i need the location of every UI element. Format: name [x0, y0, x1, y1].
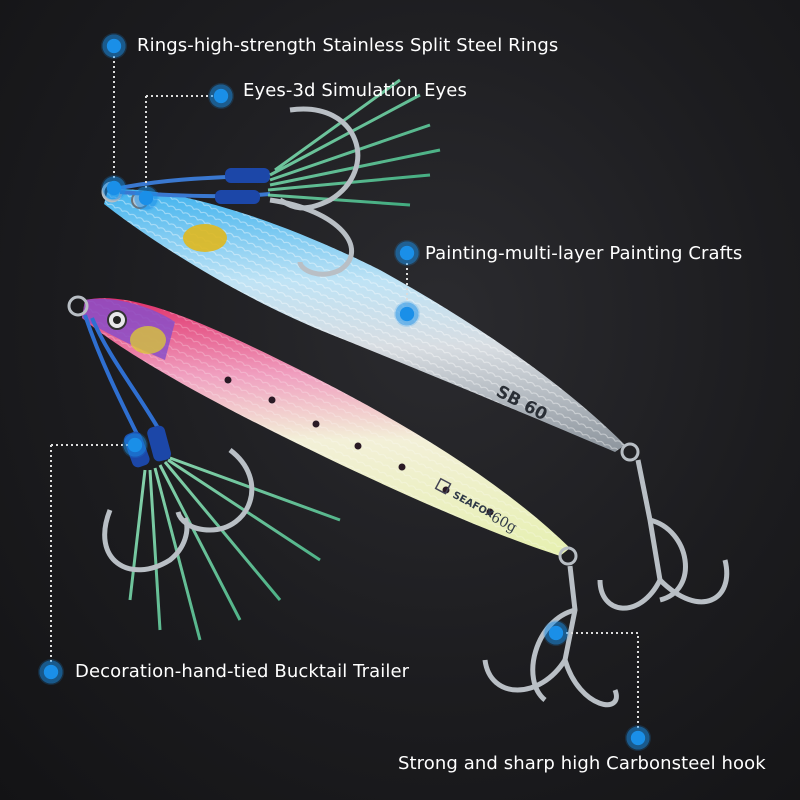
callout-dot-icon	[101, 175, 127, 201]
callout-dot-icon	[208, 83, 234, 109]
callout-dot-icon	[101, 33, 127, 59]
callout-dot-icon	[133, 185, 159, 211]
split-ring	[67, 295, 89, 317]
callout-painting: Painting-multi-layer Painting Crafts	[425, 243, 743, 264]
callout-dot-icon	[625, 725, 651, 751]
callout-dot-icon	[543, 620, 569, 646]
treble-hook-pink	[482, 565, 619, 708]
callout-dot-icon	[394, 301, 420, 327]
bottom-assist-hooks	[83, 314, 341, 641]
treble-hook-blue	[597, 459, 730, 611]
split-ring	[558, 546, 578, 566]
callout-rings: Rings-high-strength Stainless Split Stee…	[137, 35, 559, 56]
callout-eyes: Eyes-3d Simulation Eyes	[243, 80, 467, 101]
callout-decoration: Decoration-hand-tied Bucktail Trailer	[75, 661, 410, 682]
split-ring	[620, 442, 640, 462]
callout-dot-icon	[122, 432, 148, 458]
callout-hook: Strong and sharp high Carbonsteel hook	[398, 753, 766, 774]
callout-dot-icon	[38, 659, 64, 685]
pink-lure: SEAFOX 60g	[82, 298, 570, 556]
callout-dot-icon	[394, 240, 420, 266]
seafox-logo-icon	[434, 477, 452, 495]
